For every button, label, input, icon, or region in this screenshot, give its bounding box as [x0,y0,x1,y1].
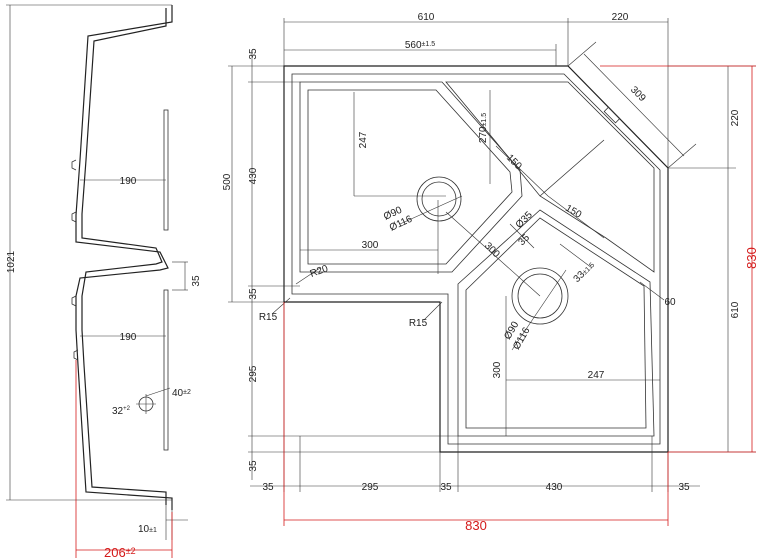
dim-side-35: 35 [191,275,202,287]
dim-in-d35: Ø35 [514,209,535,230]
dim-left-35-bot: 35 [248,460,259,472]
dim-bot-830: 830 [465,518,487,533]
dim-side-40: 40±2 [172,388,191,399]
dim-in-247-left: 247 [358,131,369,148]
dim-left-295: 295 [248,365,259,382]
dim-top-610: 610 [418,12,435,23]
dim-side-10: 10±1 [138,524,157,535]
side-profile-inner [81,8,167,505]
dim-top-220: 220 [612,12,629,23]
left-bowl-inner [307,89,513,265]
plan-view: 309 610 220 560±1.5 220 610 830 35 [222,12,759,533]
left-drain-inner [421,181,457,217]
dim-top-560: 560±1.5 [405,40,435,51]
dim-in-300-v: 300 [492,361,503,378]
dim-bot-35-a: 35 [262,482,274,493]
dim-side-32: 32+2 [112,406,131,417]
dim-in-35-diag: 35 [516,232,532,248]
dim-side-190-b: 190 [120,332,137,343]
sink-outer-contour [283,65,669,453]
dim-left-430: 430 [248,167,259,184]
dim-right-830: 830 [744,247,759,269]
side-profile-outer [75,5,173,510]
dim-in-247-right: 247 [588,370,605,381]
dim-bot-35-c: 35 [678,482,690,493]
drainer-area [445,81,655,273]
dim-in-r15-a: R15 [259,312,278,323]
dim-left-35-top: 35 [248,48,259,60]
side-section-view: 1021 190 190 35 40±2 32+2 10±1 206±2 [6,4,202,560]
sink-inner-rim [291,73,661,445]
dim-in-60: 60 [664,297,676,308]
dim-in-r15-b: R15 [409,318,428,329]
dim-309: 309 [628,84,648,104]
dim-right-610: 610 [730,301,741,318]
dim-side-1021: 1021 [6,250,17,273]
side-drain-pipe-2 [163,289,169,451]
left-drain-outer [416,176,462,222]
dim-left-35-mid: 35 [248,288,259,300]
dim-in-33: 33±1.5 [572,260,597,285]
dim-bot-430: 430 [546,482,563,493]
dim-right-220: 220 [730,109,741,126]
side-drain-pipe [163,109,169,231]
left-bowl [299,81,523,273]
right-drain-inner [517,273,563,319]
overflow-slot [603,106,621,124]
dim-side-190-a: 190 [120,176,137,187]
tap-line [539,139,605,197]
dim-in-r20: R20 [309,263,330,280]
dim-in-300-h: 300 [362,240,379,251]
dim-bot-35-b: 35 [440,482,452,493]
dim-bot-295: 295 [362,482,379,493]
right-drain-outer [511,267,569,325]
dim-in-300-diag: 300 [482,240,502,260]
dim-side-206: 206±2 [104,545,136,560]
right-bowl [457,209,655,437]
right-bowl-inner [465,217,647,429]
dim-left-500: 500 [222,173,233,190]
dim-in-150-b: 150 [563,203,583,221]
dim-in-270: 270±1.5 [478,113,489,143]
